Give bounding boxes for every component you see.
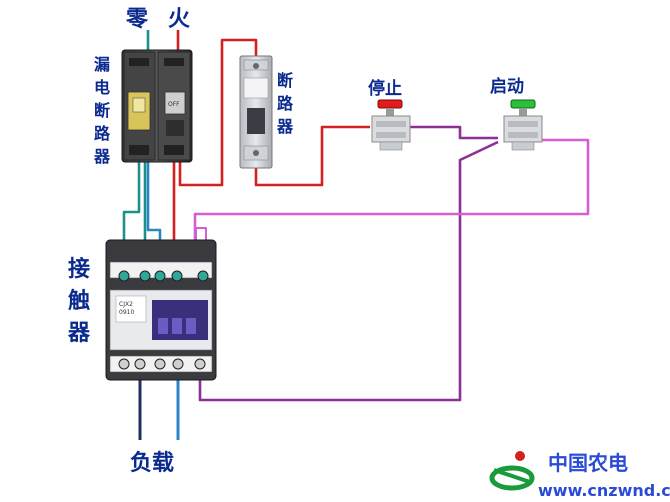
watermark-url: www.cnzwnd.com (538, 481, 670, 500)
label-stop: 停止 (368, 78, 402, 99)
wire-breaker-to-stop (254, 125, 370, 187)
label-leakage-breaker-char: 断 (94, 101, 110, 120)
label-breaker: 断 路 器 (276, 71, 294, 136)
stop-button (371, 99, 411, 151)
contactor-model-text: CJX2 (119, 301, 133, 308)
leakage-circuit-breaker: OFF (121, 49, 193, 163)
label-breaker-char: 器 (276, 117, 294, 136)
wires (122, 30, 590, 440)
label-contactor: 接 触 器 (67, 257, 91, 346)
label-leakage-breaker-char: 器 (93, 147, 111, 166)
label-contactor-char: 接 (68, 257, 90, 282)
label-load: 负载 (130, 450, 174, 476)
wire-neutral-to-contactor-a (122, 160, 141, 262)
watermark-logo-icon (489, 451, 535, 491)
wire-stop-to-start (410, 125, 498, 140)
rcd-off-text: OFF (168, 101, 180, 108)
wire-rcd-to-breaker (178, 38, 258, 187)
label-breaker-char: 路 (277, 94, 294, 113)
label-start: 启动 (490, 76, 524, 97)
label-contactor-char: 器 (67, 321, 91, 346)
label-contactor-char: 触 (68, 288, 90, 314)
contactor-code-text: 0910 (119, 309, 134, 316)
circuit-breaker (239, 55, 273, 169)
start-button (503, 99, 543, 151)
label-leakage-breaker-char: 路 (94, 124, 111, 143)
watermark-cn: 中国农电 (548, 451, 628, 475)
contactor: CJX2 0910 (105, 239, 217, 381)
label-neutral: 零 (125, 7, 149, 32)
label-leakage-breaker-char: 电 (94, 78, 110, 97)
label-leakage-breaker-char: 漏 (94, 55, 110, 74)
wire-start-to-aux (198, 140, 499, 402)
watermark: 中国农电 www.cnzwnd.com (488, 440, 670, 502)
label-live: 火 (168, 7, 190, 32)
label-breaker-char: 断 (277, 71, 293, 90)
label-leakage-breaker: 漏 电 断 路 器 (93, 55, 111, 166)
